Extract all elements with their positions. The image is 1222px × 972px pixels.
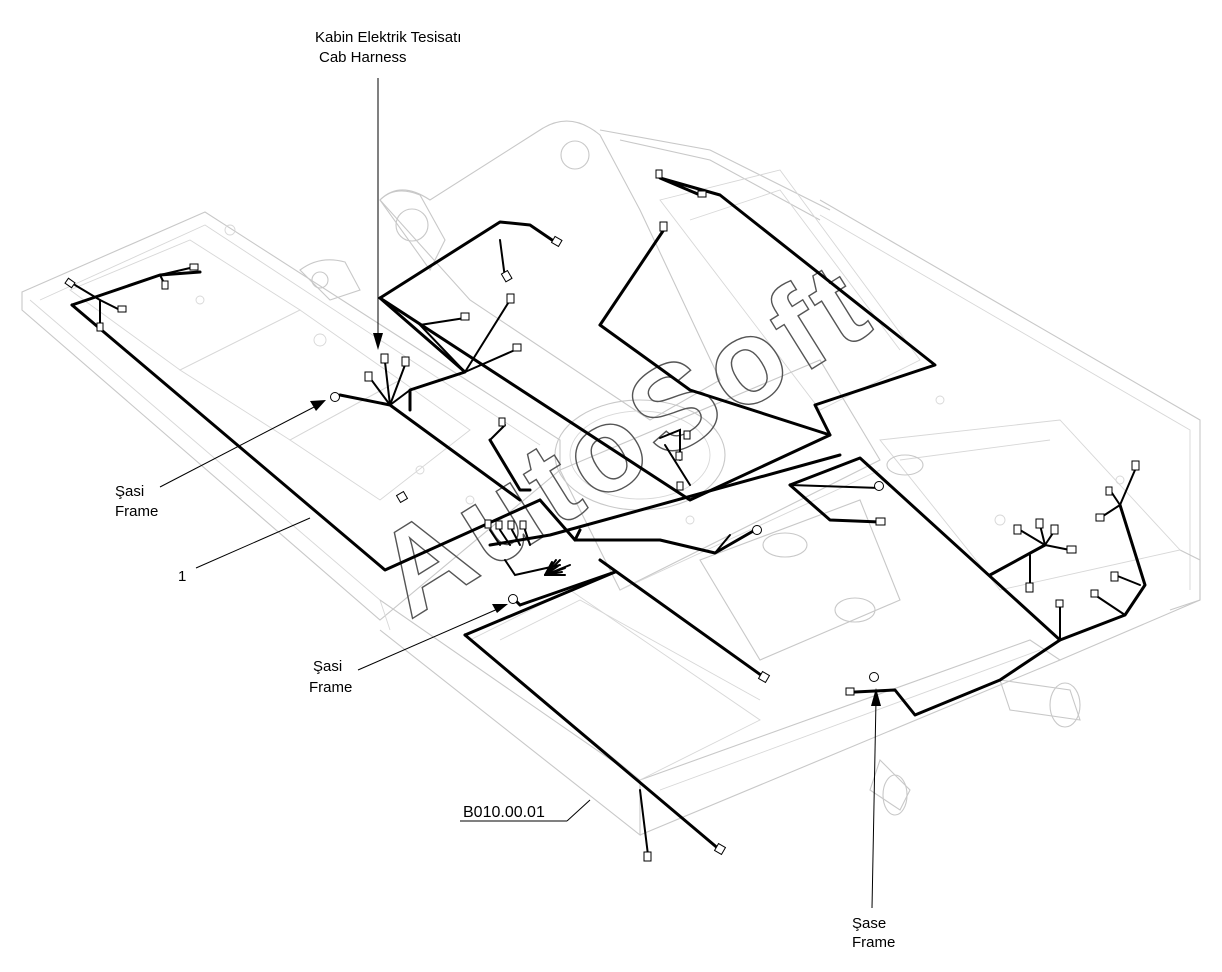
frame-mid-arrowhead: [492, 604, 508, 613]
frame-left-label-en: Frame: [115, 503, 158, 520]
frame-bottom-label-en: Frame: [852, 934, 895, 951]
frame-bottom-arrowhead: [871, 688, 881, 706]
frame-bottom-leader: [871, 699, 877, 909]
frame-left-arrowhead: [310, 400, 326, 411]
cab-harness-label-tr: Kabin Elektrik Tesisatı: [315, 29, 461, 46]
frame-mid-label-tr: Şasi: [313, 658, 342, 675]
callouts: [159, 78, 881, 909]
cab-harness-arrowhead: [373, 333, 383, 350]
text-labels: Kabin Elektrik Tesisatı Cab Harness Şasi…: [115, 29, 895, 951]
item-number-label: 1: [178, 568, 186, 585]
part-code-leader: [566, 799, 591, 822]
part-code-label: B010.00.01: [463, 804, 545, 821]
item-1-leader: [195, 517, 311, 569]
connectors: [64, 169, 1140, 862]
frame-mid-leader: [357, 607, 501, 671]
cab-harness-label-en: Cab Harness: [319, 49, 407, 66]
frame-left-leader: [159, 404, 319, 488]
frame-mid-label-en: Frame: [309, 679, 352, 696]
frame-left-label-tr: Şasi: [115, 483, 144, 500]
frame-bottom-label-tr: Şase: [852, 915, 886, 932]
